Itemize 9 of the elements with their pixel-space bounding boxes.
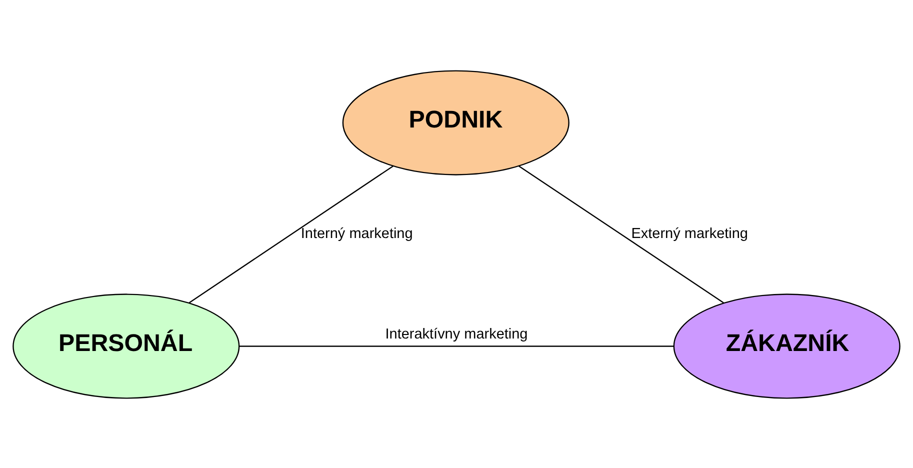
node-ellipse: PODNIK [342, 70, 570, 175]
node-ellipse: ZÁKAZNÍK [673, 293, 900, 398]
connector [239, 345, 674, 346]
edge-label: Externý marketing [631, 226, 748, 242]
connector [518, 165, 724, 303]
edge-label: Interaktívny marketing [385, 326, 528, 342]
node-ellipse: PERSONÁL [12, 293, 240, 398]
edge-label: Interný marketing [300, 226, 413, 242]
connector [188, 165, 394, 303]
